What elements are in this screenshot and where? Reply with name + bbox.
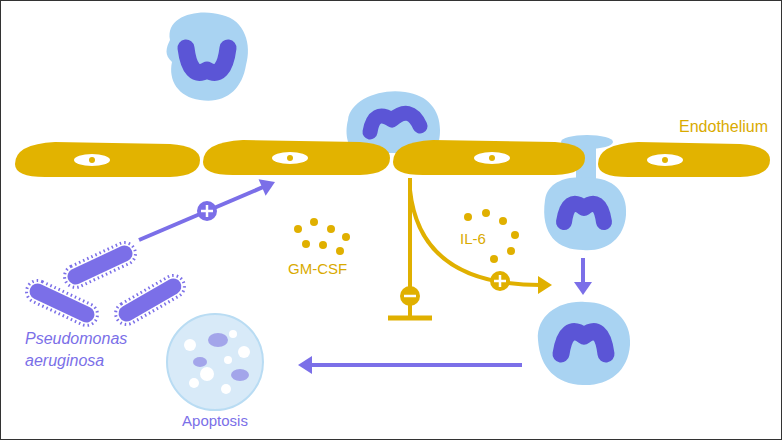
cytokine-dots: [294, 209, 519, 263]
cytokine-label: IL-6: [460, 230, 486, 247]
node-label: Endothelium: [679, 118, 768, 136]
node-label: Pseudomonas aeruginosa: [25, 328, 145, 373]
endothelial-cells: [0, 110, 782, 182]
apoptosis-arrow: [298, 356, 522, 374]
neutrophil: [167, 12, 249, 100]
apoptotic-cell: Apoptosis: [160, 310, 270, 435]
node-label: Apoptosis: [160, 412, 270, 429]
bacteria-group: Pseudomonas aeruginosa: [20, 240, 190, 380]
cytokine-label: GM-CSF: [288, 260, 347, 277]
activation-curve: [410, 190, 552, 294]
activation-arrow: [139, 179, 275, 240]
neutrophil: [538, 302, 630, 385]
endothelium-band: Endothelium: [0, 110, 782, 182]
migration-arrow: [574, 258, 592, 295]
